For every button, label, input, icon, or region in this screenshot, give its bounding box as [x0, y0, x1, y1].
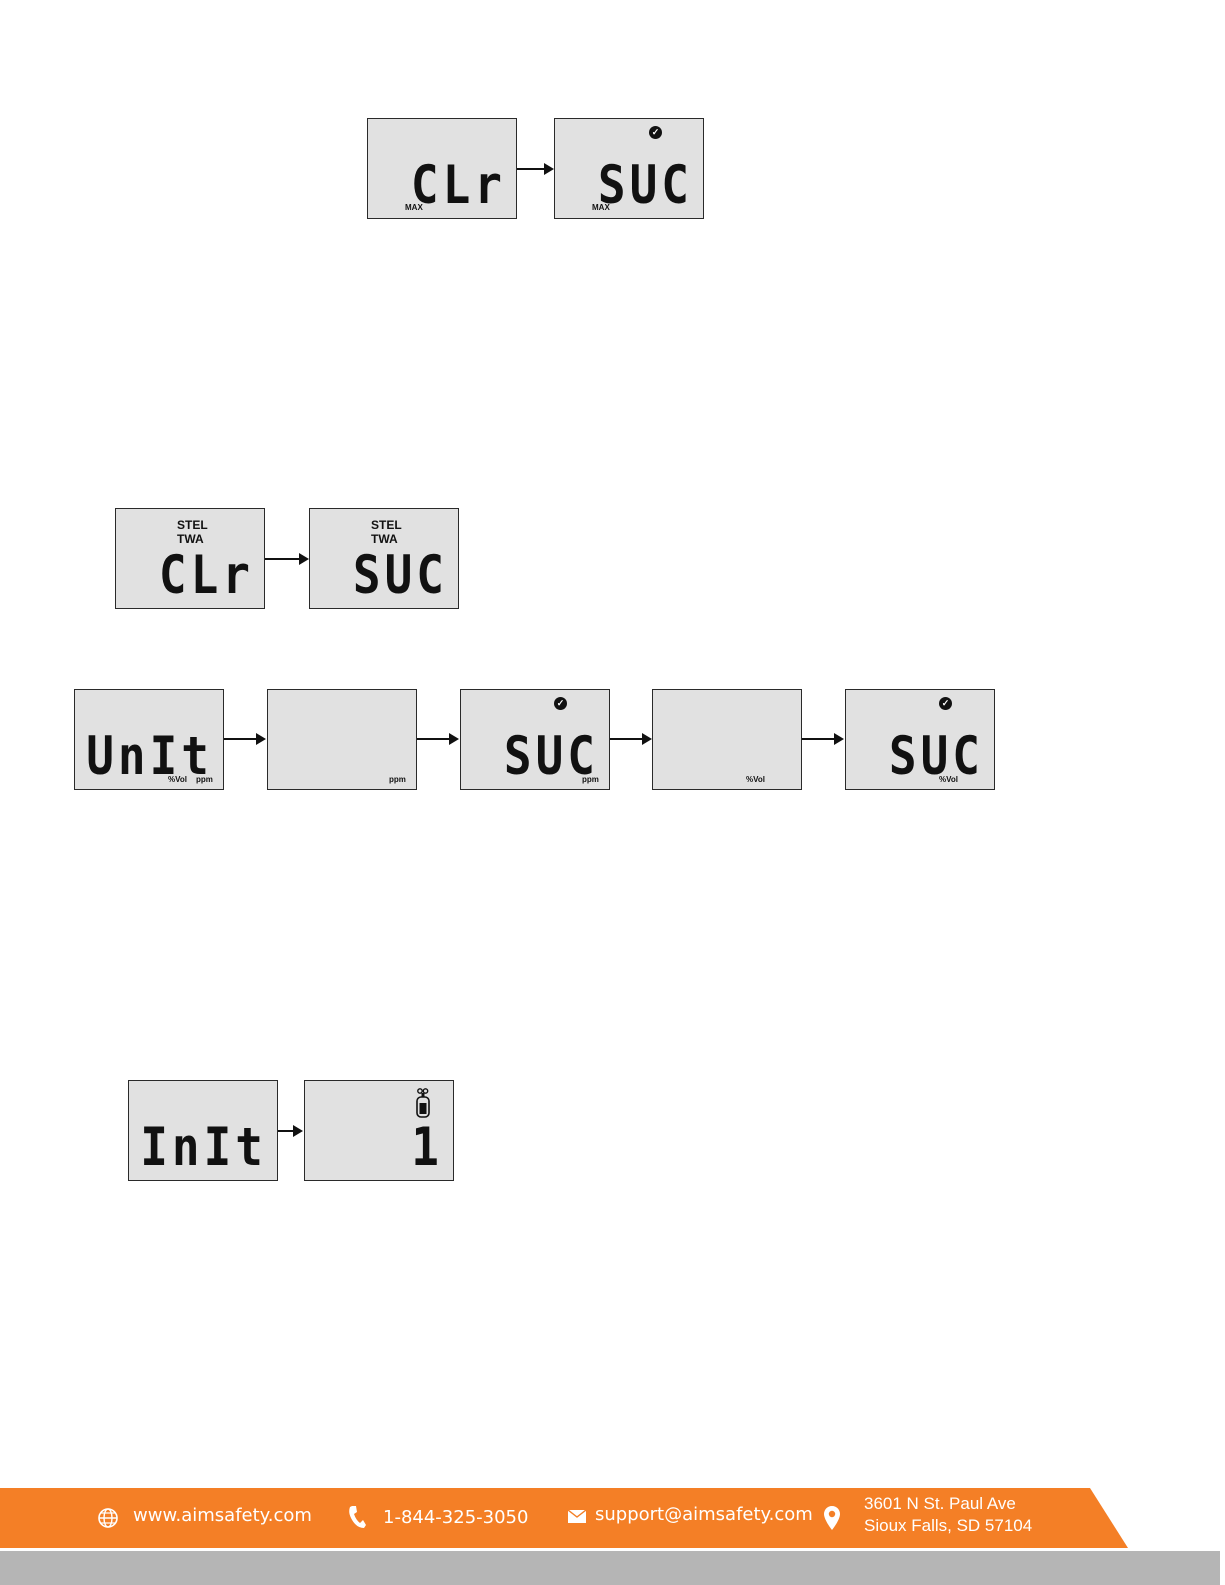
arrow-icon — [517, 168, 552, 170]
footer-background — [0, 1488, 1225, 1585]
arrow-icon — [802, 738, 842, 740]
lcd-screen-stel-clr: STEL TWA CLr — [115, 508, 265, 609]
stel-label: STEL — [371, 518, 402, 532]
stel-label: STEL — [177, 518, 208, 532]
lcd-screen-max-clr: CLr MAX — [367, 118, 517, 219]
lcd-segment-text: InIt — [140, 1118, 267, 1176]
lcd-segment-text: UnIt — [86, 727, 213, 785]
check-circle-icon: ✓ — [649, 126, 662, 139]
check-circle-icon: ✓ — [554, 697, 567, 710]
lcd-segment-text: 1 — [411, 1118, 443, 1176]
unit-vol-label: %Vol — [168, 775, 187, 784]
phone-icon — [347, 1504, 367, 1530]
arrow-icon — [417, 738, 457, 740]
lcd-segment-text: CLr — [411, 156, 506, 214]
footer-address-line2: Sioux Falls, SD 57104 — [864, 1516, 1032, 1536]
unit-vol-label: %Vol — [746, 775, 765, 784]
arrow-icon — [224, 738, 264, 740]
lcd-screen-vol-suc: ✓ SUC %Vol — [845, 689, 995, 790]
unit-ppm-label: ppm — [389, 775, 406, 784]
footer: www.aimsafety.com 1-844-325-3050 support… — [0, 1488, 1225, 1585]
location-pin-icon — [823, 1505, 841, 1531]
check-circle-icon: ✓ — [939, 697, 952, 710]
lcd-screen-vol: %Vol — [652, 689, 802, 790]
lcd-stel-twa-label: STEL TWA — [177, 518, 208, 546]
lcd-segment-text: SUC — [353, 546, 448, 604]
arrow-icon — [610, 738, 650, 740]
lcd-screen-ppm: ppm — [267, 689, 417, 790]
unit-vol-label: %Vol — [939, 775, 958, 784]
lcd-stel-twa-label: STEL TWA — [371, 518, 402, 546]
lcd-screen-init-1: 1 — [304, 1080, 454, 1181]
footer-phone[interactable]: 1-844-325-3050 — [383, 1507, 528, 1528]
footer-website[interactable]: www.aimsafety.com — [133, 1505, 312, 1526]
lcd-max-label: MAX — [405, 203, 423, 212]
unit-ppm-label: ppm — [196, 775, 213, 784]
footer-email[interactable]: support@aimsafety.com — [595, 1504, 813, 1525]
unit-ppm-label: ppm — [582, 775, 599, 784]
lcd-screen-ppm-suc: ✓ SUC ppm — [460, 689, 610, 790]
lcd-screen-max-suc: ✓ SUC MAX — [554, 118, 704, 219]
lcd-segment-text: SUC — [598, 156, 693, 214]
lcd-screen-unit: UnIt %Vol ppm — [74, 689, 224, 790]
globe-icon — [97, 1507, 119, 1529]
gas-cylinder-icon — [416, 1088, 430, 1118]
lcd-screen-stel-suc: STEL TWA SUC — [309, 508, 459, 609]
arrow-icon — [265, 558, 307, 560]
arrow-icon — [278, 1130, 301, 1132]
footer-address-line1: 3601 N St. Paul Ave — [864, 1494, 1016, 1514]
mail-icon — [568, 1510, 586, 1523]
lcd-segment-text: CLr — [159, 546, 254, 604]
lcd-max-label: MAX — [592, 203, 610, 212]
lcd-screen-init: InIt — [128, 1080, 278, 1181]
lcd-segment-text: SUC — [889, 727, 984, 785]
